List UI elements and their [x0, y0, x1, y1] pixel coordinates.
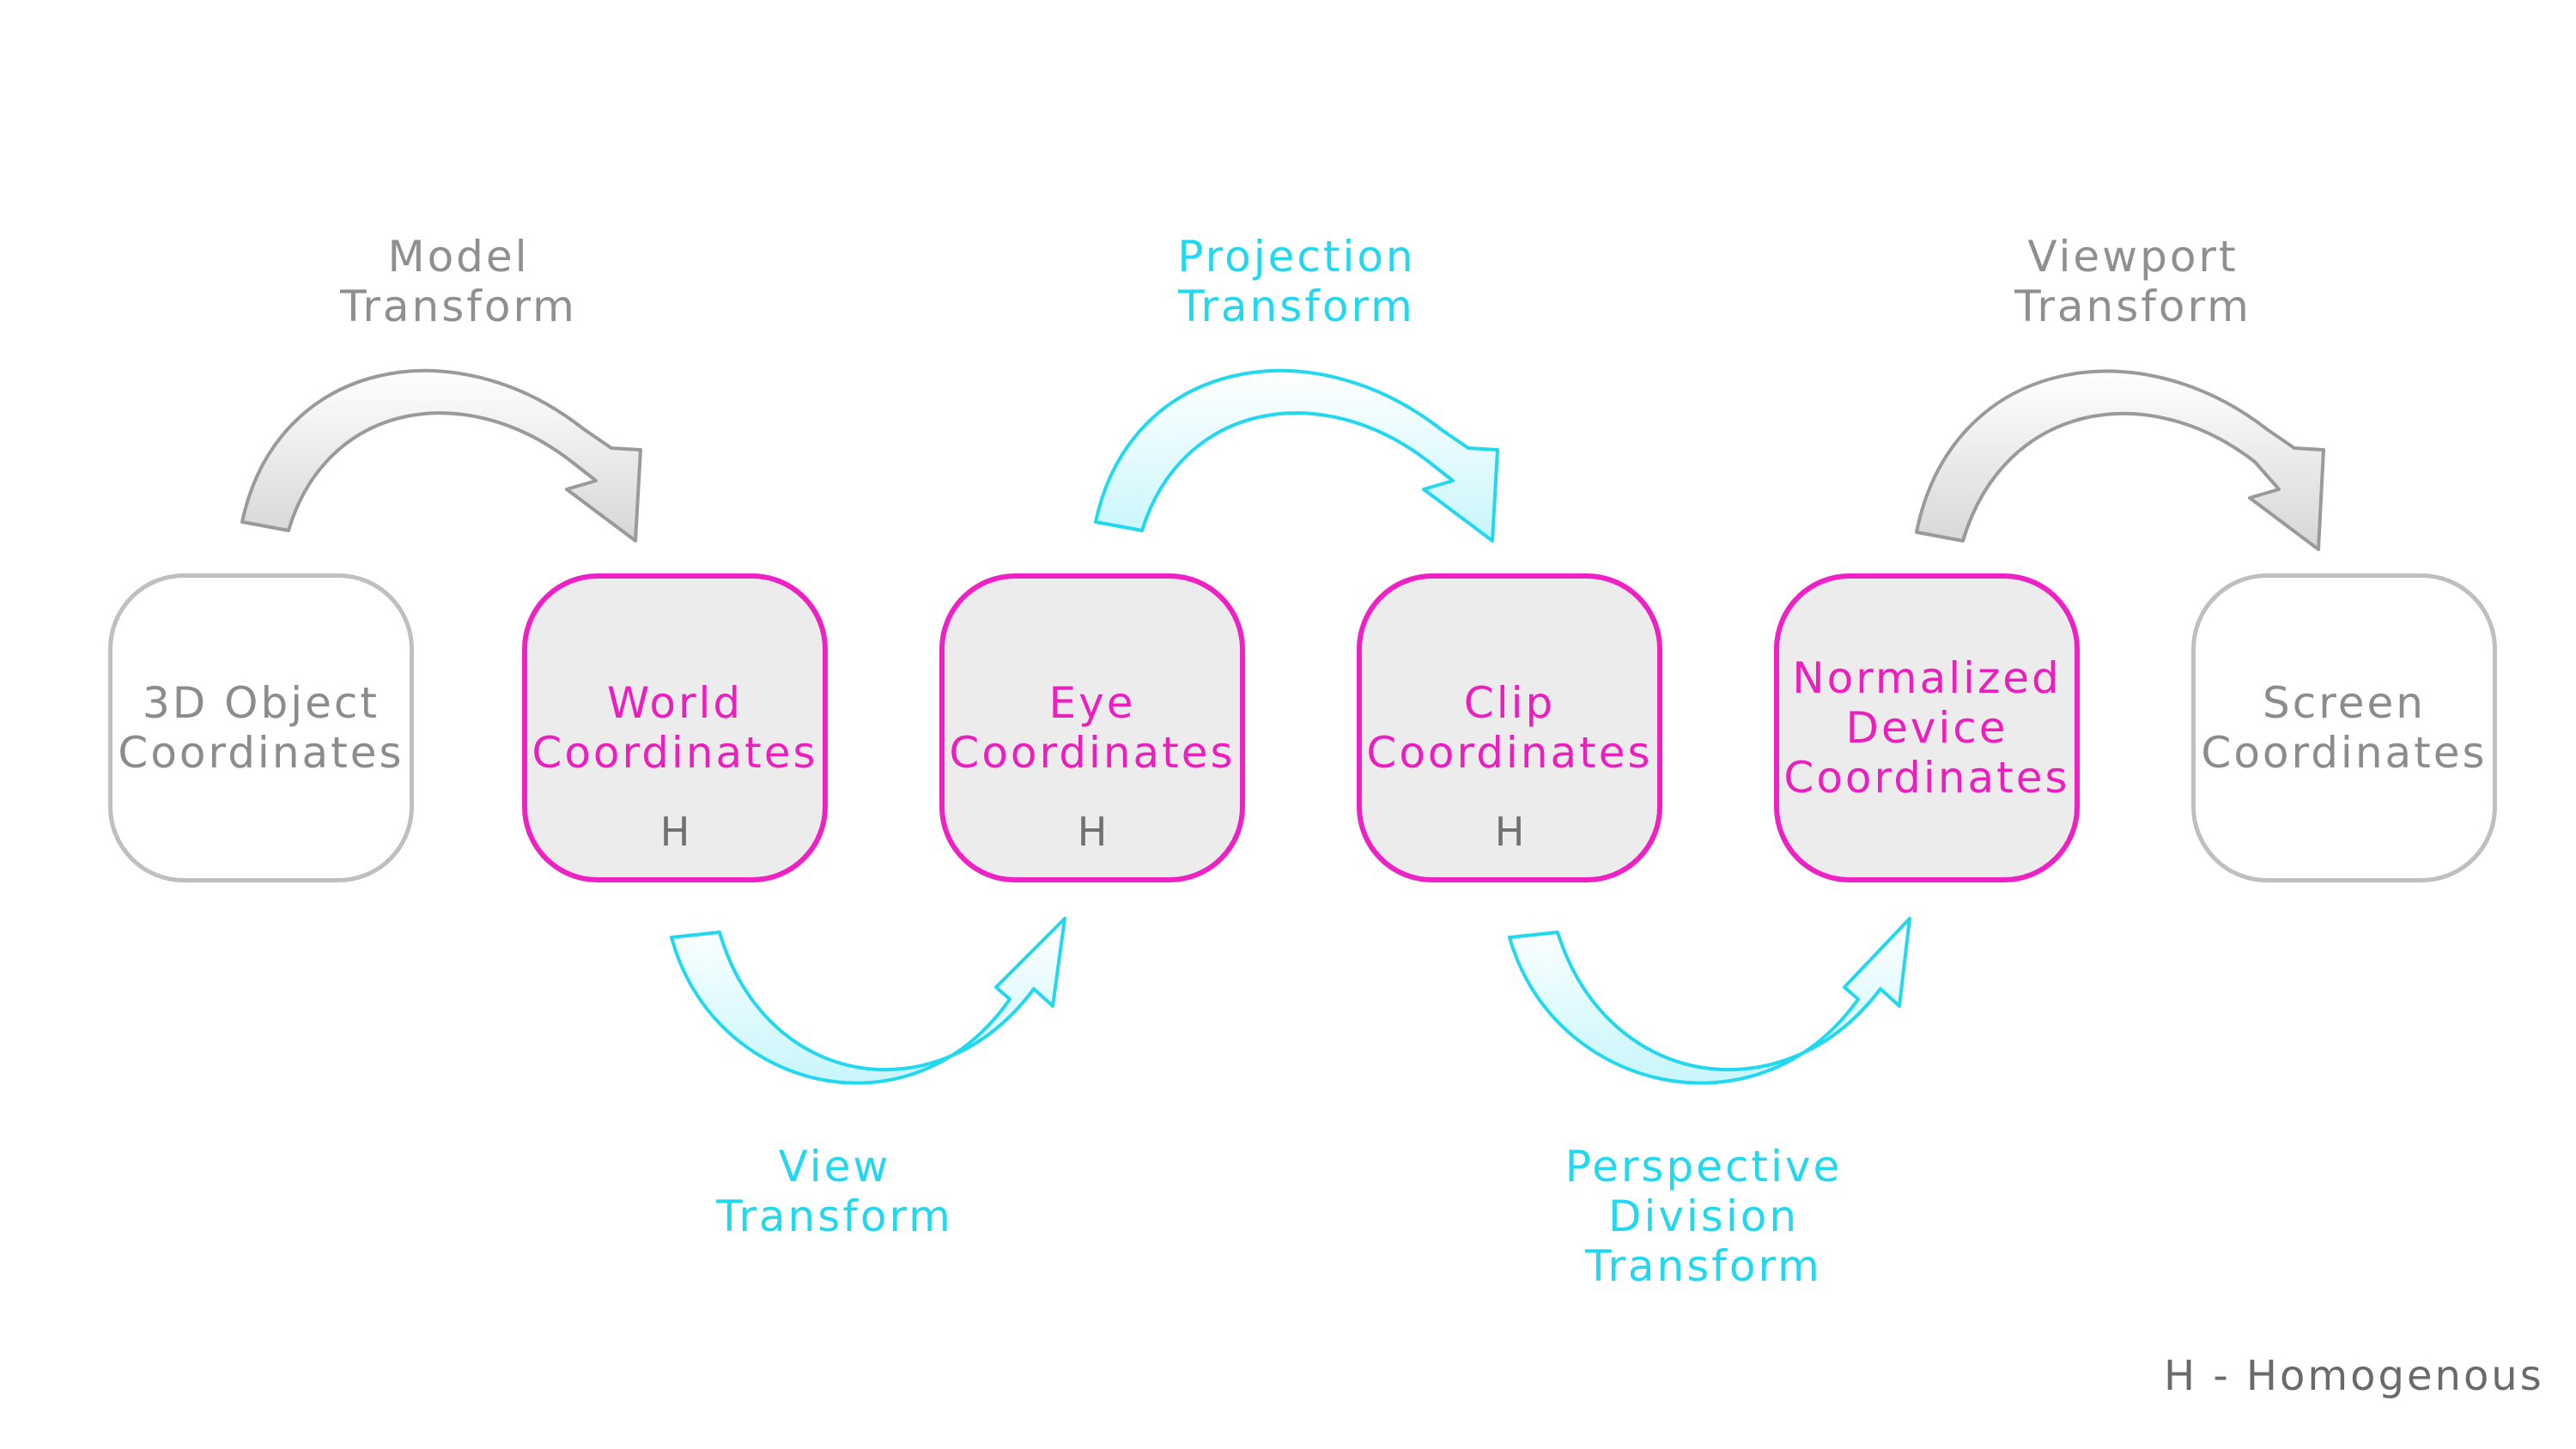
view-transform-arrow-icon: [670, 917, 1066, 1085]
homogenous-badge: H: [1494, 809, 1525, 855]
stage-label: Normalized Device Coordinates: [1783, 653, 2070, 803]
stage-3d-object-coordinates: 3D Object Coordinates: [108, 573, 414, 882]
stage-label: 3D Object Coordinates: [118, 678, 404, 778]
stage-clip-coordinates: Clip Coordinates H: [1357, 573, 1662, 882]
stage-label: Screen Coordinates: [2201, 678, 2488, 778]
stage-label: World Coordinates: [532, 678, 818, 778]
stage-label: Clip Coordinates: [1366, 678, 1653, 778]
stage-eye-coordinates: Eye Coordinates H: [939, 573, 1245, 882]
projection-transform-arrow-icon: [1094, 369, 1499, 543]
view-transform-label: View Transform: [716, 1142, 953, 1241]
homogenous-badge: H: [659, 809, 690, 855]
projection-transform-label: Projection Transform: [1177, 232, 1416, 331]
stage-screen-coordinates: Screen Coordinates: [2191, 573, 2497, 882]
viewport-transform-label: Viewport Transform: [2014, 232, 2251, 331]
stage-normalized-device-coordinates: Normalized Device Coordinates: [1774, 573, 2080, 882]
homogenous-legend: H - Homogenous: [2164, 1352, 2544, 1400]
homogenous-badge: H: [1077, 809, 1108, 855]
model-transform-arrow-icon: [240, 369, 642, 543]
model-transform-label: Model Transform: [340, 232, 577, 331]
perspective-division-transform-label: Perspective Division Transform: [1564, 1142, 1843, 1291]
stage-label: Eye Coordinates: [949, 678, 1236, 778]
stage-world-coordinates: World Coordinates H: [522, 573, 828, 882]
viewport-transform-arrow-icon: [1915, 369, 2325, 551]
perspective-division-arrow-icon: [1508, 917, 1911, 1085]
